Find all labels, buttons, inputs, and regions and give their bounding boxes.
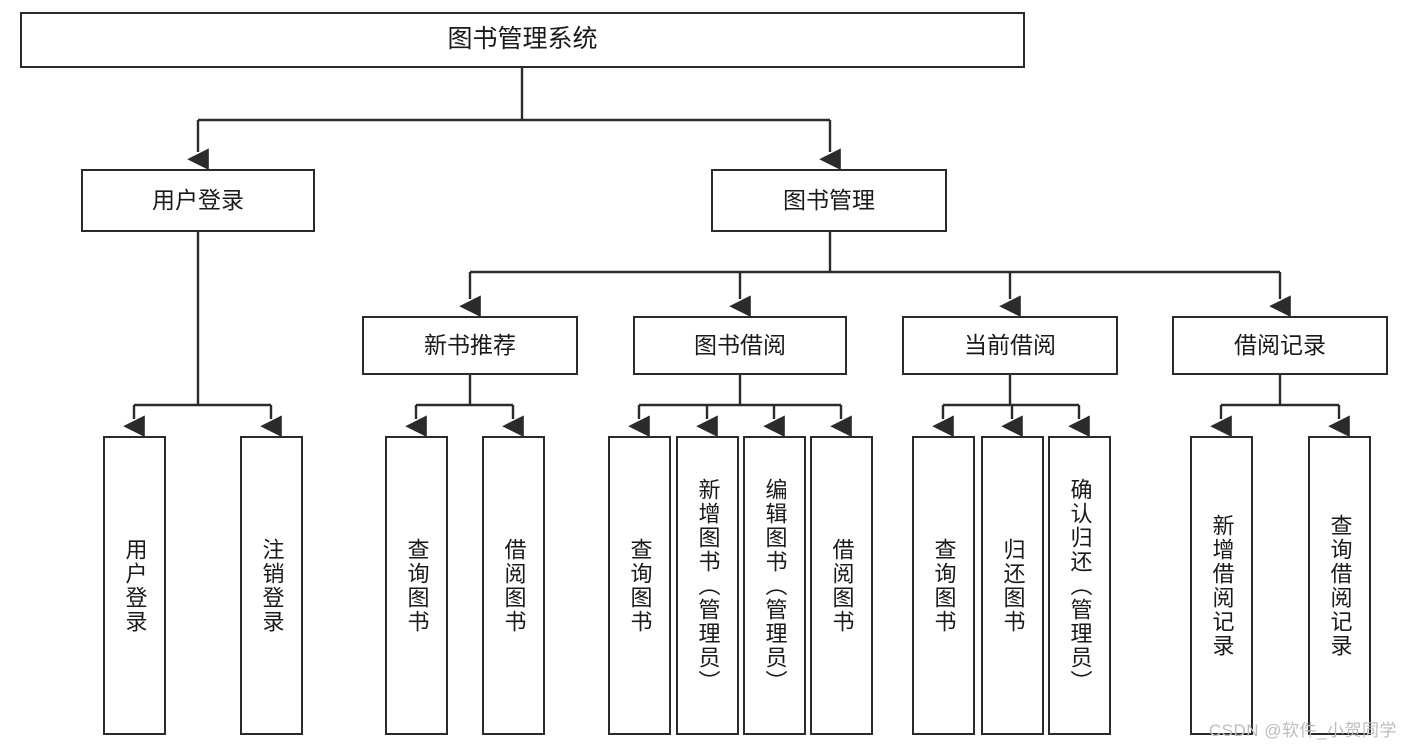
- node-book-management-label: 图书管理: [783, 186, 875, 213]
- leaf-current-confirm-return-admin-label: 确认归还（管理员）: [1067, 477, 1093, 694]
- leaf-borrow-query-book-label: 查询图书: [627, 537, 653, 634]
- leaf-current-query-book[interactable]: 查询图书: [912, 436, 975, 735]
- leaf-newbook-query-book[interactable]: 查询图书: [385, 436, 448, 735]
- node-user-login[interactable]: 用户登录: [81, 169, 315, 232]
- node-book-borrow[interactable]: 图书借阅: [633, 316, 847, 375]
- leaf-record-query-record[interactable]: 查询借阅记录: [1308, 436, 1371, 735]
- leaf-newbook-borrow-book-label: 借阅图书: [501, 537, 527, 634]
- leaf-borrow-edit-book-admin[interactable]: 编辑图书（管理员）: [743, 436, 806, 735]
- node-current-borrow-label: 当前借阅: [964, 331, 1056, 358]
- leaf-current-query-book-label: 查询图书: [931, 537, 957, 634]
- leaf-user-login[interactable]: 用户登录: [103, 436, 166, 735]
- node-root-system[interactable]: 图书管理系统: [20, 12, 1025, 68]
- node-book-management[interactable]: 图书管理: [711, 169, 947, 232]
- node-borrow-record[interactable]: 借阅记录: [1172, 316, 1388, 375]
- node-new-book-recommend[interactable]: 新书推荐: [362, 316, 578, 375]
- leaf-logout-label: 注销登录: [259, 537, 285, 634]
- node-user-login-label: 用户登录: [152, 186, 244, 213]
- leaf-logout[interactable]: 注销登录: [240, 436, 303, 735]
- leaf-borrow-edit-book-admin-label: 编辑图书（管理员）: [762, 477, 788, 694]
- watermark-text: CSDN @软件_小贺同学: [1208, 721, 1397, 740]
- leaf-current-return-book-label: 归还图书: [1000, 537, 1026, 634]
- leaf-record-add-record[interactable]: 新增借阅记录: [1190, 436, 1253, 735]
- leaf-borrow-borrow-book[interactable]: 借阅图书: [810, 436, 873, 735]
- leaf-newbook-borrow-book[interactable]: 借阅图书: [482, 436, 545, 735]
- leaf-borrow-add-book-admin[interactable]: 新增图书（管理员）: [676, 436, 739, 735]
- leaf-record-query-record-label: 查询借阅记录: [1327, 513, 1353, 658]
- node-new-book-recommend-label: 新书推荐: [424, 331, 516, 358]
- node-borrow-record-label: 借阅记录: [1234, 331, 1326, 358]
- leaf-borrow-borrow-book-label: 借阅图书: [829, 537, 855, 634]
- node-book-borrow-label: 图书借阅: [694, 331, 786, 358]
- leaf-borrow-query-book[interactable]: 查询图书: [608, 436, 671, 735]
- leaf-record-add-record-label: 新增借阅记录: [1209, 513, 1235, 658]
- node-current-borrow[interactable]: 当前借阅: [902, 316, 1118, 375]
- leaf-current-return-book[interactable]: 归还图书: [981, 436, 1044, 735]
- leaf-user-login-label: 用户登录: [122, 537, 148, 634]
- leaf-newbook-query-book-label: 查询图书: [404, 537, 430, 634]
- leaf-current-confirm-return-admin[interactable]: 确认归还（管理员）: [1048, 436, 1111, 735]
- node-root-label: 图书管理系统: [447, 25, 598, 54]
- leaf-borrow-add-book-admin-label: 新增图书（管理员）: [695, 477, 721, 694]
